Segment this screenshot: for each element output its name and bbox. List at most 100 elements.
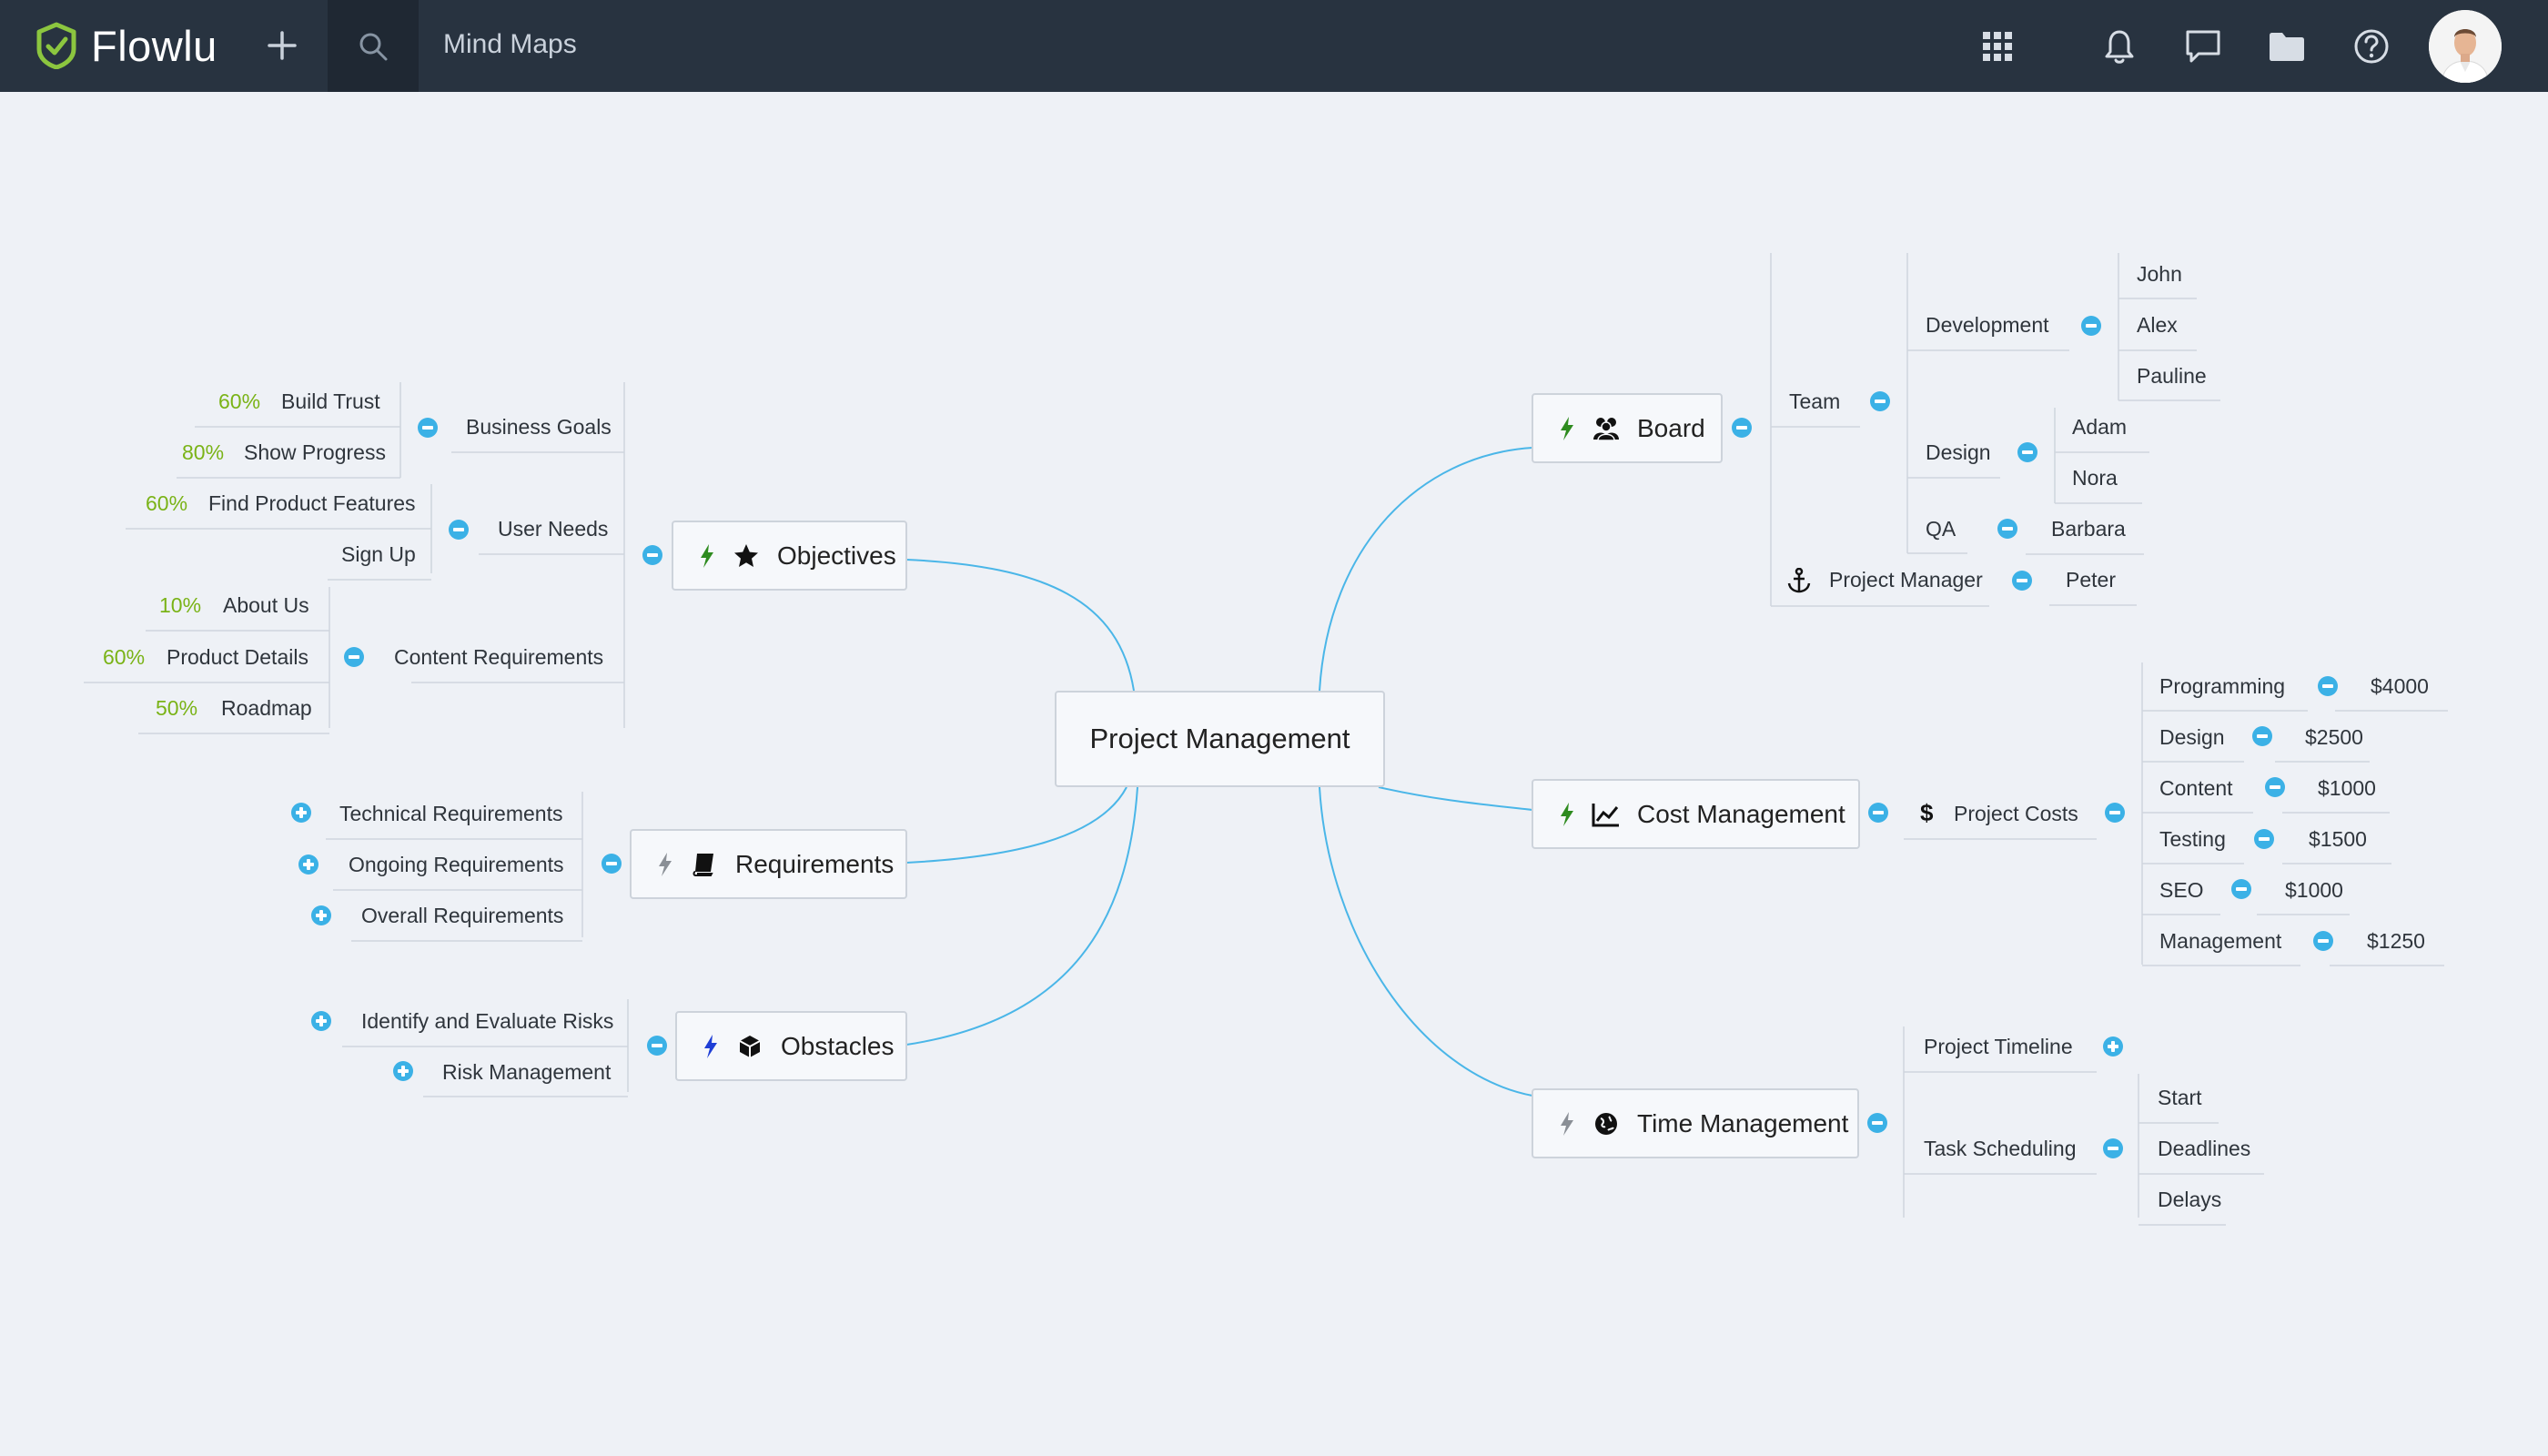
- node-task-scheduling[interactable]: Task Scheduling: [1924, 1137, 2077, 1160]
- collapse-toggle-cost-management[interactable]: [1868, 803, 1888, 823]
- node-product-details[interactable]: Product Details: [167, 645, 308, 669]
- node-management-cost[interactable]: Management: [2159, 929, 2282, 953]
- node-show-progress[interactable]: Show Progress: [244, 440, 386, 464]
- node-sign-up[interactable]: Sign Up: [341, 542, 416, 566]
- files-button[interactable]: [2263, 23, 2310, 70]
- node-build-trust[interactable]: Build Trust: [281, 389, 380, 413]
- node-overall-requirements[interactable]: Overall Requirements: [361, 904, 564, 927]
- notifications-button[interactable]: [2096, 23, 2143, 70]
- node-content-cost[interactable]: Content: [2159, 776, 2233, 800]
- collapse-toggle-content-requirements[interactable]: [344, 647, 364, 667]
- node-pauline[interactable]: Pauline: [2137, 364, 2207, 388]
- user-avatar[interactable]: [2429, 10, 2502, 83]
- messages-button[interactable]: [2179, 23, 2227, 70]
- node-alex[interactable]: Alex: [2137, 313, 2178, 337]
- expand-toggle-project-timeline[interactable]: [2103, 1036, 2123, 1057]
- mind-map-root-node[interactable]: Project Management: [1055, 691, 1385, 787]
- flowlu-logo[interactable]: Flowlu: [33, 18, 217, 73]
- progress-percent: 50%: [156, 696, 198, 720]
- node-cost-value[interactable]: $1000: [2318, 776, 2376, 800]
- node-business-goals[interactable]: Business Goals: [466, 415, 612, 439]
- node-cost-value[interactable]: $1500: [2309, 827, 2367, 851]
- node-barbara[interactable]: Barbara: [2051, 517, 2126, 541]
- node-content-requirements[interactable]: Content Requirements: [394, 645, 604, 669]
- node-project-manager[interactable]: Project Manager: [1829, 568, 1983, 592]
- node-peter[interactable]: Peter: [2066, 568, 2116, 592]
- collapse-toggle-qa[interactable]: [1997, 519, 2017, 539]
- collapse-toggle-business-goals[interactable]: [418, 418, 438, 438]
- search-button[interactable]: [328, 0, 419, 92]
- node-design-cost[interactable]: Design: [2159, 725, 2225, 749]
- node-cost-value[interactable]: $2500: [2305, 725, 2363, 749]
- collapse-toggle-design-team[interactable]: [2017, 442, 2037, 462]
- node-project-costs[interactable]: Project Costs: [1954, 802, 2078, 825]
- node-team[interactable]: Team: [1789, 389, 1841, 413]
- expand-toggle-technical-requirements[interactable]: [291, 803, 311, 823]
- collapse-toggle-project-costs[interactable]: [2105, 803, 2125, 823]
- flowlu-logo-icon: [36, 22, 76, 69]
- lightning-icon: [699, 1034, 723, 1059]
- node-testing-cost[interactable]: Testing: [2159, 827, 2226, 851]
- help-button[interactable]: [2348, 23, 2395, 70]
- collapse-toggle-task-scheduling[interactable]: [2103, 1138, 2123, 1158]
- collapse-toggle-management-cost[interactable]: [2313, 931, 2333, 951]
- node-cost-value[interactable]: $1250: [2367, 929, 2425, 953]
- node-label: Cost Management: [1637, 799, 1845, 828]
- collapse-toggle-content-cost[interactable]: [2265, 777, 2285, 797]
- apps-button[interactable]: [1974, 23, 2021, 70]
- collapse-toggle-time-management[interactable]: [1867, 1113, 1887, 1133]
- expand-toggle-overall-requirements[interactable]: [311, 905, 331, 925]
- collapse-toggle-requirements[interactable]: [602, 854, 622, 874]
- expand-toggle-identify-risks[interactable]: [311, 1011, 331, 1031]
- collapse-toggle-board[interactable]: [1732, 418, 1752, 438]
- node-time-management[interactable]: Time Management: [1532, 1088, 1859, 1158]
- collapse-toggle-design-cost[interactable]: [2252, 726, 2272, 746]
- node-obstacles[interactable]: Obstacles: [675, 1011, 907, 1081]
- expand-toggle-ongoing-requirements[interactable]: [298, 854, 318, 875]
- node-start[interactable]: Start: [2158, 1086, 2202, 1109]
- node-delays[interactable]: Delays: [2158, 1188, 2222, 1211]
- node-design-team[interactable]: Design: [1926, 440, 1991, 464]
- node-cost-value[interactable]: $4000: [2371, 674, 2429, 698]
- expand-toggle-risk-management[interactable]: [393, 1061, 413, 1081]
- node-qa[interactable]: QA: [1926, 517, 1956, 541]
- collapse-toggle-development[interactable]: [2081, 316, 2101, 336]
- progress-percent: 60%: [146, 491, 188, 515]
- collapse-toggle-testing-cost[interactable]: [2254, 829, 2274, 849]
- node-john[interactable]: John: [2137, 262, 2182, 286]
- collapse-toggle-seo-cost[interactable]: [2231, 879, 2251, 899]
- collapse-toggle-user-needs[interactable]: [449, 520, 469, 540]
- lightning-icon: [653, 852, 677, 877]
- node-deadlines[interactable]: Deadlines: [2158, 1137, 2251, 1160]
- node-adam[interactable]: Adam: [2072, 415, 2128, 439]
- apps-grid-icon: [1983, 32, 2012, 61]
- node-requirements[interactable]: Requirements: [630, 829, 907, 899]
- node-nora[interactable]: Nora: [2072, 466, 2118, 490]
- collapse-toggle-team[interactable]: [1870, 391, 1890, 411]
- node-ongoing-requirements[interactable]: Ongoing Requirements: [349, 853, 564, 876]
- node-roadmap[interactable]: Roadmap: [221, 696, 312, 720]
- node-technical-requirements[interactable]: Technical Requirements: [339, 802, 563, 825]
- node-find-product-features[interactable]: Find Product Features: [208, 491, 416, 515]
- collapse-toggle-project-manager[interactable]: [2012, 571, 2032, 591]
- dollar-icon: $: [1920, 799, 1934, 826]
- collapse-toggle-objectives[interactable]: [642, 545, 662, 565]
- node-risk-management[interactable]: Risk Management: [442, 1060, 612, 1084]
- user-avatar-icon: [2429, 10, 2502, 83]
- node-cost-management[interactable]: Cost Management: [1532, 779, 1860, 849]
- node-objectives[interactable]: Objectives: [672, 521, 907, 591]
- lightning-icon: [1555, 1111, 1579, 1137]
- collapse-toggle-programming[interactable]: [2318, 676, 2338, 696]
- node-about-us[interactable]: About Us: [223, 593, 309, 617]
- create-button[interactable]: [258, 22, 306, 69]
- node-project-timeline[interactable]: Project Timeline: [1924, 1035, 2073, 1058]
- node-programming[interactable]: Programming: [2159, 674, 2286, 698]
- node-cost-value[interactable]: $1000: [2285, 878, 2343, 902]
- node-development[interactable]: Development: [1926, 313, 2049, 337]
- node-board[interactable]: Board: [1532, 393, 1723, 463]
- node-user-needs[interactable]: User Needs: [498, 517, 609, 541]
- node-seo-cost[interactable]: SEO: [2159, 878, 2204, 902]
- node-identify-evaluate-risks[interactable]: Identify and Evaluate Risks: [361, 1009, 614, 1033]
- collapse-toggle-obstacles[interactable]: [647, 1036, 667, 1056]
